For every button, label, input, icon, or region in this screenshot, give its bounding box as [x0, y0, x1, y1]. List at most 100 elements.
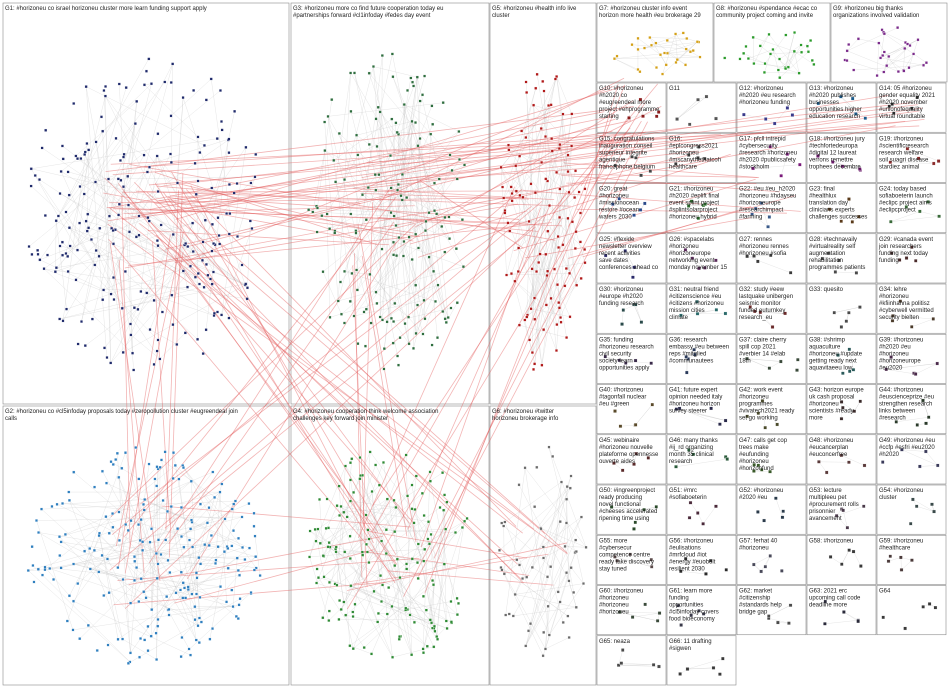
node[interactable] [56, 214, 60, 218]
node[interactable] [85, 142, 89, 145]
node[interactable] [567, 579, 571, 583]
node[interactable] [201, 240, 205, 244]
node[interactable] [337, 484, 341, 488]
node[interactable] [139, 577, 143, 581]
node[interactable] [767, 32, 771, 36]
node[interactable] [565, 336, 569, 340]
node[interactable] [423, 547, 427, 551]
node[interactable] [797, 71, 801, 75]
node[interactable] [392, 320, 396, 323]
node[interactable] [90, 317, 94, 321]
node[interactable] [334, 550, 338, 554]
node[interactable] [121, 578, 125, 581]
node[interactable] [547, 633, 551, 637]
node[interactable] [199, 620, 203, 624]
node[interactable] [173, 463, 177, 467]
node[interactable] [117, 202, 121, 206]
node[interactable] [530, 351, 534, 355]
node[interactable] [30, 252, 34, 256]
node[interactable] [691, 49, 695, 53]
node[interactable] [254, 566, 258, 570]
node[interactable] [211, 627, 214, 631]
node[interactable] [723, 311, 728, 316]
node[interactable] [778, 76, 782, 80]
node[interactable] [410, 258, 414, 261]
node[interactable] [685, 37, 689, 40]
node[interactable] [104, 515, 108, 519]
node[interactable] [441, 310, 445, 313]
node[interactable] [197, 556, 201, 560]
node[interactable] [183, 586, 186, 590]
node[interactable] [445, 626, 449, 630]
node[interactable] [837, 258, 841, 263]
node[interactable] [842, 610, 846, 614]
node[interactable] [888, 554, 893, 559]
node[interactable] [38, 258, 42, 262]
node[interactable] [83, 150, 87, 154]
node[interactable] [335, 583, 339, 587]
node[interactable] [122, 155, 125, 159]
node[interactable] [654, 505, 658, 509]
node[interactable] [840, 562, 844, 566]
node[interactable] [188, 264, 192, 268]
node[interactable] [617, 197, 621, 201]
node[interactable] [696, 511, 700, 515]
node[interactable] [40, 146, 44, 150]
node[interactable] [547, 104, 551, 107]
node[interactable] [355, 268, 359, 272]
node[interactable] [567, 636, 571, 639]
node[interactable] [46, 253, 49, 257]
node[interactable] [388, 154, 392, 158]
node[interactable] [330, 98, 334, 102]
node[interactable] [188, 538, 191, 542]
node[interactable] [196, 271, 200, 275]
node[interactable] [892, 111, 896, 115]
node[interactable] [570, 112, 574, 116]
node[interactable] [886, 559, 891, 563]
node[interactable] [238, 597, 242, 601]
node[interactable] [210, 186, 214, 190]
node[interactable] [53, 270, 57, 274]
node[interactable] [884, 367, 888, 372]
node[interactable] [129, 601, 133, 605]
node[interactable] [359, 474, 362, 478]
node[interactable] [389, 186, 393, 190]
node[interactable] [685, 370, 689, 375]
node[interactable] [198, 151, 202, 154]
node[interactable] [834, 513, 839, 518]
node[interactable] [454, 247, 458, 251]
node[interactable] [52, 577, 56, 581]
node[interactable] [857, 214, 861, 219]
node[interactable] [230, 588, 234, 592]
node[interactable] [111, 512, 115, 516]
node[interactable] [443, 250, 447, 254]
node[interactable] [233, 109, 237, 113]
node[interactable] [109, 460, 113, 464]
node[interactable] [181, 466, 185, 470]
node[interactable] [432, 645, 436, 649]
node[interactable] [798, 162, 802, 167]
node[interactable] [603, 354, 608, 359]
node[interactable] [171, 323, 175, 327]
node[interactable] [109, 361, 113, 365]
node[interactable] [926, 415, 931, 419]
node[interactable] [186, 585, 190, 589]
node[interactable] [514, 164, 518, 168]
node[interactable] [227, 183, 231, 186]
node[interactable] [646, 456, 651, 460]
node[interactable] [428, 470, 432, 474]
node[interactable] [203, 543, 207, 547]
node[interactable] [922, 63, 926, 67]
node[interactable] [927, 602, 932, 606]
node[interactable] [850, 96, 855, 101]
node[interactable] [752, 254, 756, 258]
node[interactable] [358, 477, 362, 481]
node[interactable] [379, 574, 383, 578]
node[interactable] [556, 235, 560, 238]
node[interactable] [568, 315, 572, 319]
node[interactable] [561, 243, 565, 247]
node[interactable] [776, 620, 780, 625]
node[interactable] [394, 224, 398, 227]
node[interactable] [442, 562, 446, 566]
node[interactable] [254, 555, 258, 559]
